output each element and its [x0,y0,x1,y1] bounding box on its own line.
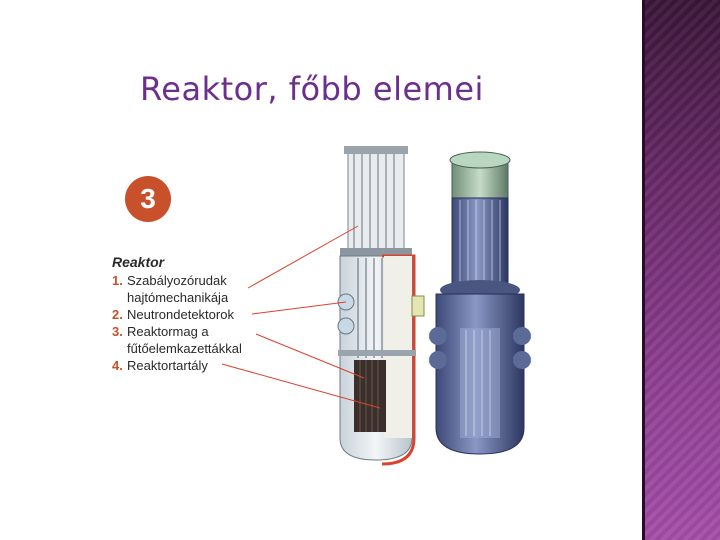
legend-item: 4. Reaktortartály [112,357,242,374]
leader-lines [221,225,381,409]
cutaway-reactor [337,146,425,466]
legend-item: 2. Neutrondetektorok [112,306,242,323]
decorative-side-band [642,0,720,540]
reactor-figure: 3 Reaktor 1. Szabályozórudak hajtómechani… [96,138,532,474]
legend-item-label: Reaktormag a [127,324,209,339]
legend-item-label: Szabályozórudak [127,273,227,288]
legend-item-number: 2. [112,307,123,322]
legend-item-label-continued: hajtómechanikája [127,290,229,305]
step-number-badge: 3 [125,176,171,222]
legend-item-number: 3. [112,324,123,339]
legend-heading: Reaktor [112,254,165,270]
legend: Reaktor 1. Szabályozórudak hajtómechaniká… [112,254,242,374]
slide-title: Reaktor, főbb elemei [140,70,484,108]
reactor-internals-3d [429,151,531,455]
legend-item-label: Neutrondetektorok [127,307,234,322]
legend-item-number: 4. [112,358,123,373]
legend-item: 3. Reaktormag a fűtőelemkazettákkal [112,323,242,357]
legend-item-number: 1. [112,273,123,288]
legend-item-label-continued: fűtőelemkazettákkal [127,341,242,356]
legend-item: 1. Szabályozórudak hajtómechanikája [112,272,242,306]
reactor-illustration [221,146,531,466]
legend-item-label: Reaktortartály [127,358,208,373]
